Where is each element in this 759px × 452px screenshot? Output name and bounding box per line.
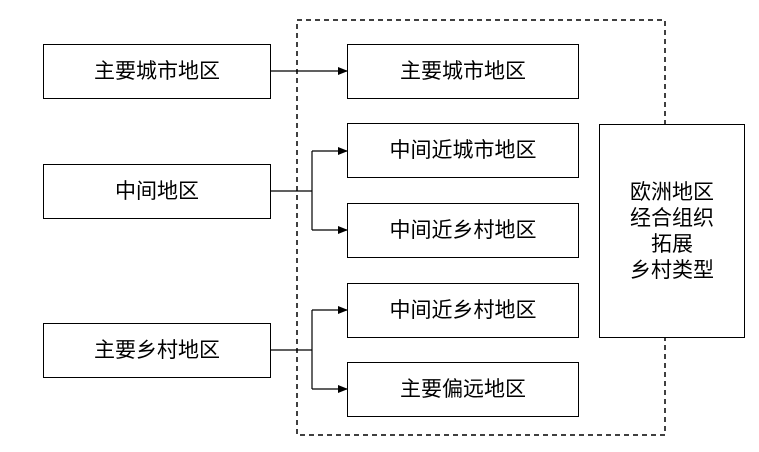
label-right-line-1: 欧洲地区 (630, 179, 714, 204)
label-right-line-2: 经合组织 (630, 205, 714, 230)
label-mid-major-remote: 主要偏远地区 (400, 377, 526, 401)
label-mid-major-urban: 主要城市地区 (400, 59, 526, 83)
box-mid-intermediate-near-rural-a: 中间近乡村地区 (347, 203, 579, 258)
label-mid-intermediate-near-urban: 中间近城市地区 (389, 138, 537, 162)
branch-intermediate (271, 147, 348, 234)
box-mid-intermediate-near-urban: 中间近城市地区 (347, 123, 579, 178)
box-right-classification: 欧洲地区 经合组织 拓展 乡村类型 (599, 124, 745, 338)
label-left-intermediate: 中间地区 (115, 179, 199, 203)
box-left-intermediate: 中间地区 (43, 164, 271, 219)
box-mid-major-urban: 主要城市地区 (347, 44, 579, 99)
label-right-line-3: 拓展 (651, 232, 693, 256)
box-mid-major-remote: 主要偏远地区 (347, 362, 579, 417)
branch-rural (271, 306, 348, 393)
label-mid-intermediate-near-rural-b: 中间近乡村地区 (389, 298, 537, 322)
box-left-major-urban: 主要城市地区 (43, 44, 271, 99)
box-mid-intermediate-near-rural-b: 中间近乡村地区 (347, 283, 579, 338)
dashed-group-frame (296, 19, 666, 436)
label-left-major-urban: 主要城市地区 (94, 59, 220, 83)
label-right-line-4: 乡村类型 (630, 258, 714, 283)
label-mid-intermediate-near-rural-a: 中间近乡村地区 (389, 218, 537, 242)
box-left-major-rural: 主要乡村地区 (43, 323, 271, 378)
label-left-major-rural: 主要乡村地区 (94, 338, 220, 362)
